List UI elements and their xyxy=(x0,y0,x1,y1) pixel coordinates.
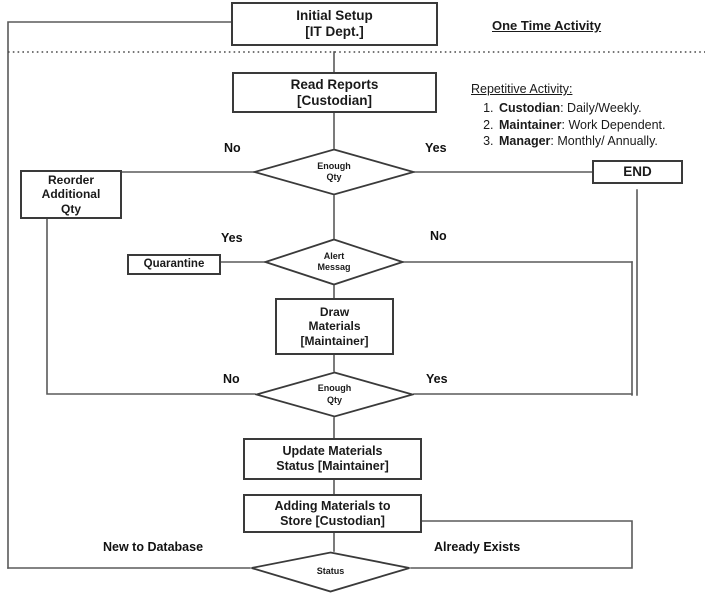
diamond-shape-icon xyxy=(264,238,404,286)
node-read-reports-label: Read Reports [Custodian] xyxy=(290,76,379,108)
edge-label-decision2-yes: Yes xyxy=(219,231,245,245)
node-reorder-label: Reorder Additional Qty xyxy=(41,173,101,216)
node-draw-materials-label: Draw Materials [Maintainer] xyxy=(300,305,369,348)
decision-enough-qty-1[interactable]: Enough Qty xyxy=(253,148,415,196)
diamond-shape-icon xyxy=(255,371,414,418)
diamond-shape-icon xyxy=(253,148,415,196)
diamond-shape-icon xyxy=(251,551,410,593)
repetitive-role-3: Manager xyxy=(499,134,551,148)
list-item: Maintainer: Work Dependent. xyxy=(497,117,666,134)
decision-status-label: Status xyxy=(316,566,345,577)
repetitive-role-2: Maintainer xyxy=(499,117,562,132)
decision-enough-qty-1-label: Enough Qty xyxy=(317,160,351,182)
node-initial-setup-label: Initial Setup [IT Dept.] xyxy=(296,8,373,39)
node-quarantine[interactable]: Quarantine xyxy=(127,254,221,275)
node-quarantine-label: Quarantine xyxy=(143,257,205,270)
edge-label-decision1-yes: Yes xyxy=(423,141,449,155)
node-reorder-additional-qty[interactable]: Reorder Additional Qty xyxy=(20,170,122,219)
list-item: Manager: Monthly/ Annually. xyxy=(497,133,666,150)
annotation-repetitive-activity: Repetitive Activity: Custodian: Daily/We… xyxy=(471,80,666,150)
decision-alert-message[interactable]: Alert Messag xyxy=(264,238,404,286)
node-read-reports[interactable]: Read Reports [Custodian] xyxy=(232,72,437,113)
annotation-repetitive-title: Repetitive Activity: xyxy=(471,82,573,96)
edge-label-decision3-yes: Yes xyxy=(424,372,450,386)
node-adding-materials-to-store[interactable]: Adding Materials to Store [Custodian] xyxy=(243,494,422,533)
repetitive-detail-3: : Monthly/ Annually. xyxy=(550,134,658,148)
node-end-label: END xyxy=(623,164,652,180)
list-item: Custodian: Daily/Weekly. xyxy=(497,100,666,117)
edge-label-status-new-to-database: New to Database xyxy=(101,540,206,554)
annotation-repetitive-list: Custodian: Daily/Weekly. Maintainer: Wor… xyxy=(471,100,666,150)
node-update-materials-status[interactable]: Update Materials Status [Maintainer] xyxy=(243,438,422,480)
node-end[interactable]: END xyxy=(592,160,683,184)
edge-label-status-already-exists: Already Exists xyxy=(432,540,523,554)
decision-status[interactable]: Status xyxy=(250,551,411,593)
repetitive-detail-1: : Daily/Weekly. xyxy=(560,101,642,115)
edge-label-decision3-no: No xyxy=(221,372,242,386)
edge-label-decision1-no: No xyxy=(222,141,243,155)
decision-enough-qty-2-label: Enough Qty xyxy=(317,383,352,405)
node-draw-materials[interactable]: Draw Materials [Maintainer] xyxy=(275,298,394,355)
repetitive-role-1: Custodian xyxy=(499,101,561,115)
decision-enough-qty-2[interactable]: Enough Qty xyxy=(255,371,414,418)
node-initial-setup[interactable]: Initial Setup [IT Dept.] xyxy=(231,2,438,46)
annotation-one-time-activity-label: One Time Activity xyxy=(492,18,602,33)
repetitive-detail-2: : Work Dependent. xyxy=(561,117,666,132)
annotation-one-time-activity: One Time Activity xyxy=(492,17,601,35)
node-adding-materials-label: Adding Materials to Store [Custodian] xyxy=(274,498,391,528)
decision-alert-message-label: Alert Messag xyxy=(317,250,351,272)
edge-label-decision2-no: No xyxy=(428,229,449,243)
node-update-status-label: Update Materials Status [Maintainer] xyxy=(276,444,389,473)
